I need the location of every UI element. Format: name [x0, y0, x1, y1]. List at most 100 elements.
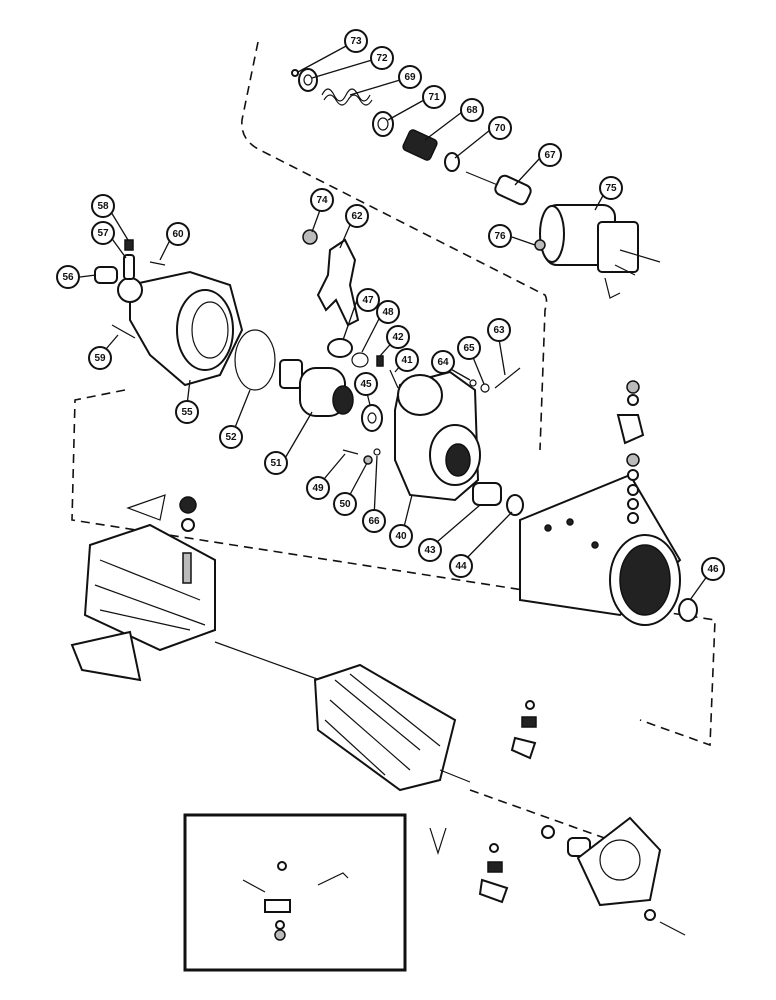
callout-44: 44 [449, 554, 473, 578]
callout-number: 63 [493, 325, 505, 336]
pole-shoe [70, 630, 142, 682]
callout-circle [354, 372, 378, 396]
callout-number: 49 [312, 483, 324, 494]
callout-circle [344, 29, 368, 53]
callout-63: 63 [487, 318, 511, 342]
callout-75: 75 [599, 176, 623, 200]
insulator-triangle [126, 494, 166, 521]
screw-60 [149, 261, 166, 266]
callout-circle [389, 524, 413, 548]
callout-number: 75 [605, 183, 617, 194]
bolt-59 [111, 324, 136, 339]
callout-number: 72 [376, 53, 388, 64]
callout-circle [362, 509, 386, 533]
callout-number: 58 [97, 201, 109, 212]
end-frame [541, 816, 686, 936]
callout-number: 70 [494, 123, 506, 134]
washer-66 [373, 448, 381, 456]
callout-number: 47 [362, 295, 374, 306]
callout-number: 52 [225, 432, 237, 443]
callout-50: 50 [333, 492, 357, 516]
callout-66: 66 [362, 509, 386, 533]
plunger-cap-73 [291, 69, 299, 77]
callout-circle [599, 176, 623, 200]
callout-76: 76 [488, 224, 512, 248]
callout-circle [431, 350, 455, 374]
callout-number: 66 [368, 516, 380, 527]
callout-circle [398, 65, 422, 89]
callout-59: 59 [88, 346, 112, 370]
callout-number: 68 [466, 105, 478, 116]
callout-circle [449, 554, 473, 578]
callout-circle [460, 98, 484, 122]
callout-number: 56 [62, 272, 74, 283]
callout-46: 46 [701, 557, 725, 581]
shift-lever-62 [316, 238, 360, 327]
plunger-rod-67 [465, 171, 532, 206]
spring-42 [376, 355, 384, 367]
callout-number: 50 [339, 499, 351, 510]
callout-number: 57 [97, 228, 109, 239]
callout-56: 56 [56, 265, 80, 289]
callout-circle [88, 346, 112, 370]
callout-number: 40 [395, 531, 407, 542]
washer-46 [678, 598, 698, 622]
callout-52: 52 [219, 425, 243, 449]
callout-circle [370, 46, 394, 70]
callout-68: 68 [460, 98, 484, 122]
callout-48: 48 [376, 300, 400, 324]
callout-65: 65 [457, 336, 481, 360]
callout-60: 60 [166, 222, 190, 246]
callout-71: 71 [422, 85, 446, 109]
center-housing-40 [394, 370, 481, 502]
callout-circle [376, 300, 400, 324]
pin-63 [494, 367, 521, 389]
callout-40: 40 [389, 524, 413, 548]
callout-circle [306, 476, 330, 500]
field-coils [83, 523, 216, 652]
callout-72: 72 [370, 46, 394, 70]
callout-67: 67 [538, 143, 562, 167]
callout-number: 46 [707, 564, 719, 575]
callout-number: 44 [455, 561, 467, 572]
retainer-71 [372, 111, 394, 137]
callout-47: 47 [356, 288, 380, 312]
callout-circle [701, 557, 725, 581]
callout-circle [538, 143, 562, 167]
callout-number: 65 [463, 343, 475, 354]
callout-70: 70 [488, 116, 512, 140]
screw-76 [534, 239, 546, 251]
callout-number: 42 [392, 332, 404, 343]
callout-circle [488, 116, 512, 140]
callout-74: 74 [310, 188, 334, 212]
callout-number: 48 [382, 307, 394, 318]
pin-57 [123, 254, 135, 280]
washer-44 [506, 494, 524, 516]
bushing-43 [472, 482, 502, 506]
solenoid-75 [539, 204, 661, 299]
washer-72 [298, 68, 318, 92]
callout-number: 64 [437, 357, 449, 368]
callout-circle [395, 348, 419, 372]
callout-57: 57 [91, 221, 115, 245]
pin-41 [389, 369, 399, 389]
callout-circle [422, 85, 446, 109]
inset-detail-box [183, 813, 407, 972]
callout-number: 76 [494, 231, 506, 242]
screw-49 [342, 449, 359, 455]
callout-circle [488, 224, 512, 248]
spring-69 [321, 88, 373, 106]
nut-74 [302, 229, 318, 245]
callout-43: 43 [418, 538, 442, 562]
callout-number: 41 [401, 355, 413, 366]
bushing-47 [327, 338, 353, 358]
callout-circle [386, 325, 410, 349]
callout-58: 58 [91, 194, 115, 218]
bushing-56 [94, 266, 118, 284]
solenoid-group-outline [241, 41, 548, 451]
callout-51: 51 [264, 451, 288, 475]
drive-housing-55 [117, 270, 244, 387]
plug-58 [124, 239, 134, 251]
callout-number: 43 [424, 545, 436, 556]
